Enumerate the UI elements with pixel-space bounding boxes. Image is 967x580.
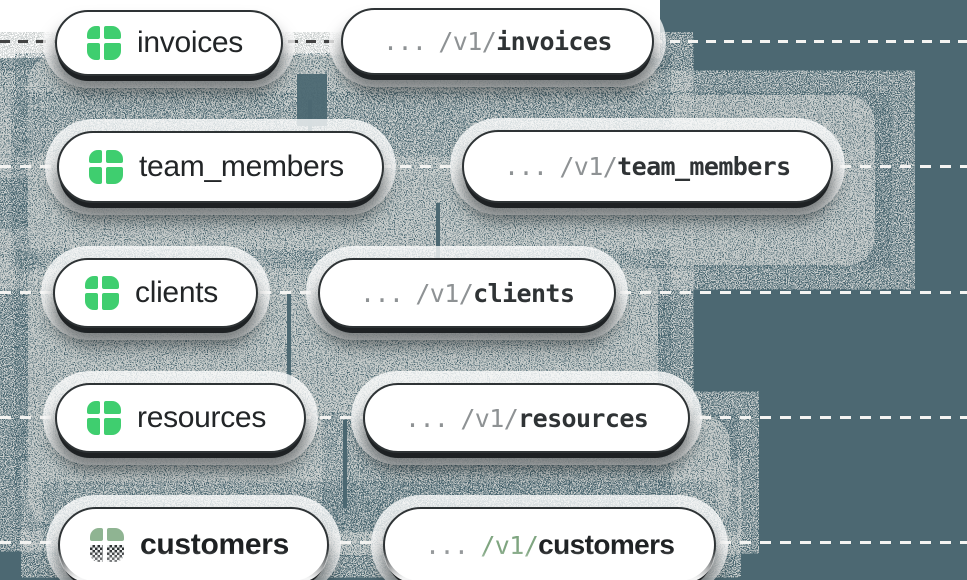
endpoint-ellipsis: ... [360, 278, 404, 308]
table-name: resources [137, 401, 267, 434]
endpoint-resource: customers [538, 529, 675, 560]
table-pill-clients: clients [53, 258, 258, 328]
table-icon [85, 276, 119, 310]
table-name: team_members [139, 150, 344, 183]
endpoint-resource: clients [473, 278, 575, 308]
endpoint-resource: invoices [496, 27, 612, 56]
connector-invoices-team-members-thin [308, 100, 312, 134]
table-icon [89, 150, 123, 184]
endpoint-pill-invoices: ... /v1/invoices [341, 8, 654, 75]
endpoint-version: /v1/ [438, 27, 497, 56]
table-name: customers [140, 528, 290, 561]
endpoint-resource: team_members [617, 152, 791, 181]
endpoint-version: /v1/ [460, 403, 519, 433]
table-pill-invoices: invoices [55, 10, 283, 76]
connector-lines [287, 74, 440, 508]
endpoint-version: /v1/ [559, 152, 618, 181]
connector-resources-customers [343, 420, 347, 508]
endpoint-ellipsis: ... [425, 530, 469, 560]
endpoint-pill-resources: ... /v1/resources [363, 383, 691, 453]
endpoint-ellipsis: ... [504, 152, 548, 181]
table-pill-resources: resources [55, 383, 307, 453]
endpoint-resource: resources [518, 403, 649, 433]
endpoint-ellipsis: ... [405, 403, 449, 433]
endpoint-pill-customers: ... /v1/customers [383, 507, 717, 580]
table-name: clients [135, 276, 218, 309]
table-name: invoices [137, 26, 243, 59]
endpoint-pill-team-members: ... /v1/team_members [462, 130, 833, 203]
table-pill-team-members: team_members [57, 131, 384, 203]
table-icon [90, 528, 124, 562]
endpoint-version: /v1/ [480, 530, 539, 560]
endpoint-ellipsis: ... [383, 27, 427, 56]
connector-clients-resources [287, 294, 291, 384]
table-icon [87, 401, 121, 435]
endpoint-version: /v1/ [415, 278, 474, 308]
table-pill-customers: customers [58, 507, 330, 580]
table-icon [87, 26, 121, 60]
connector-team-members-clients [436, 203, 440, 261]
endpoint-pill-clients: ... /v1/clients [318, 258, 617, 328]
